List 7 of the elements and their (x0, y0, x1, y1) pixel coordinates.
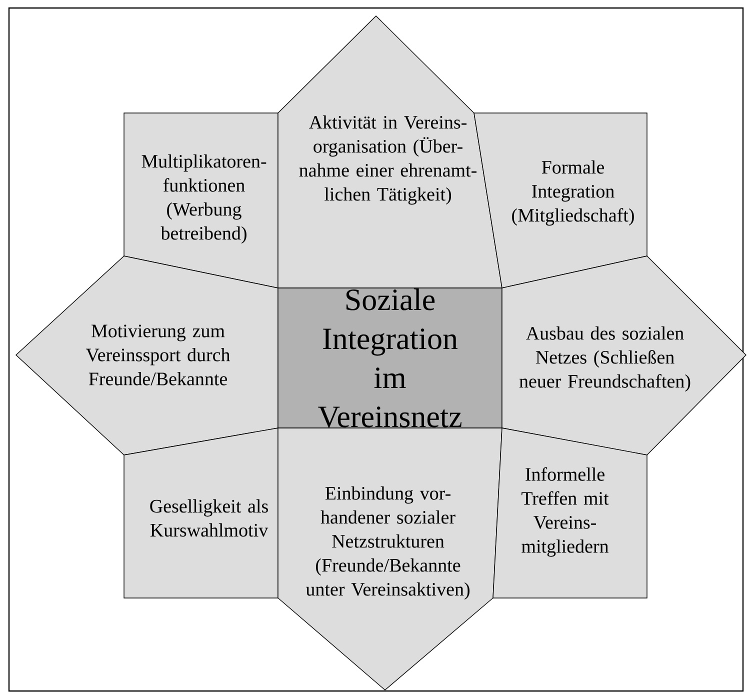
node-label: Einbindung vor- handener sozialer Netzstrukturen (Freunde/Bekannte unter Vereinsaktiven) (306, 486, 470, 600)
segment-box: Multiplikatoren- funktionen (Werbung betreibend) (124, 112, 278, 288)
arrow-segment: Ausbau des sozialen Netzes (Schließen neuer Freundschaften) (502, 256, 746, 456)
arrow-segment: Motivierung zum Vereinssport durch Freunde/Bekannte (16, 256, 278, 456)
segment-box: Geselligkeit als Kurswahlmotiv (124, 428, 278, 598)
center-box: Soziale Integration im Vereinsnetz (278, 288, 502, 428)
node-label: Ausbau des sozialen Netzes (Schließen neuer Freundschaften) (519, 326, 690, 392)
